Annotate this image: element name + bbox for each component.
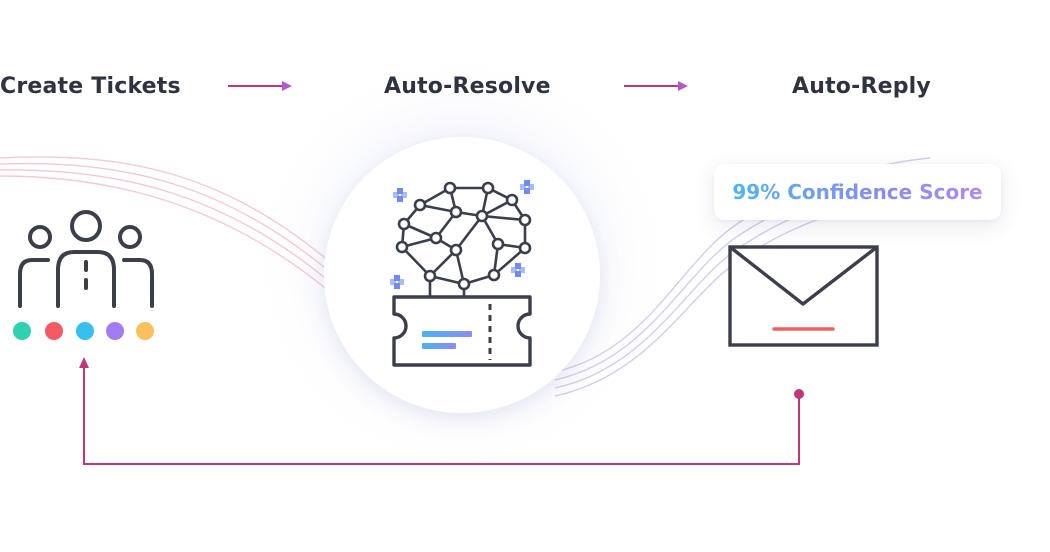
- envelope-icon: [728, 245, 879, 347]
- dot-red: [45, 322, 63, 340]
- step-label-auto-resolve: Auto-Resolve: [384, 74, 551, 99]
- arrow-resolve-to-reply: [624, 81, 688, 91]
- ticket-icon: [392, 295, 532, 367]
- brain-network-nodes: [395, 181, 532, 291]
- feedback-loop-arrow: [79, 357, 804, 465]
- step-label-auto-reply: Auto-Reply: [792, 74, 931, 99]
- speed-lines: [901, 262, 990, 329]
- confidence-score-badge: 99% Confidence Score: [714, 164, 1001, 220]
- user-color-dots: [13, 322, 154, 340]
- ticket-bar-short: [422, 343, 456, 349]
- dot-purple: [106, 322, 124, 340]
- people-group-icon: [18, 210, 154, 308]
- left-wave-lines: [0, 156, 331, 293]
- sparkle-icons: [390, 180, 534, 289]
- step-label-create-tickets: Create Tickets: [0, 74, 181, 99]
- arrow-create-to-resolve: [228, 81, 292, 91]
- confidence-score-text: 99% Confidence Score: [732, 180, 983, 204]
- ticket-bar-long: [422, 331, 472, 337]
- dot-blue: [76, 322, 94, 340]
- dot-yellow: [136, 322, 154, 340]
- dot-teal: [13, 322, 31, 340]
